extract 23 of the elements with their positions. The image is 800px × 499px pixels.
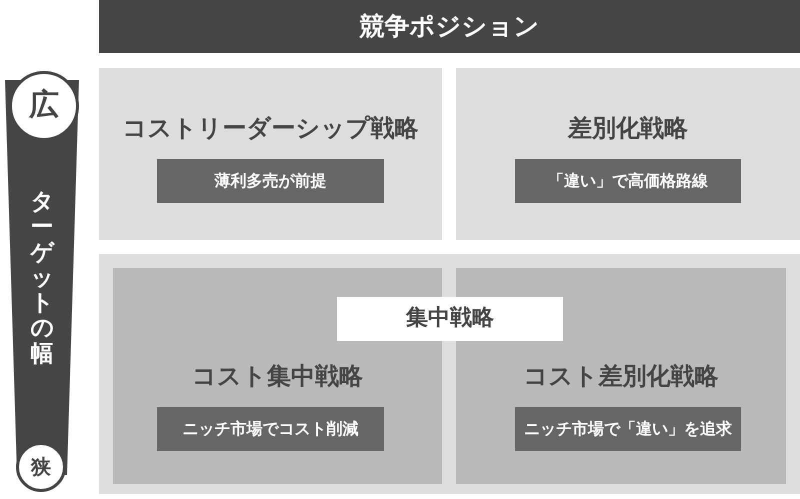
note-bar	[157, 159, 384, 203]
strategy-panel	[456, 68, 800, 240]
group-label: 集中戦略	[406, 305, 494, 332]
note-text: ニッチ市場でコスト削減	[182, 419, 358, 438]
panel-heading: コストリーダーシップ戦略	[122, 113, 418, 144]
header-title: 競争ポジション	[360, 10, 540, 41]
strategy-panel	[99, 68, 442, 240]
panel-heading: コスト集中戦略	[192, 361, 363, 392]
panel-heading: 差別化戦略	[568, 113, 688, 144]
group-panel	[99, 254, 800, 494]
end-circle	[16, 442, 66, 492]
note-text: 「違い」で高価格路線	[548, 171, 708, 190]
note-bar	[515, 407, 741, 451]
axis-label: ターゲットの幅	[30, 190, 54, 368]
note-text: 薄利多売が前提	[214, 171, 326, 190]
group-label-box	[337, 297, 563, 341]
note-text: ニッチ市場で「違い」を追求	[524, 419, 732, 438]
scale-label: 狭	[31, 454, 51, 479]
header-bar	[99, 0, 800, 53]
panel-heading: コスト差別化戦略	[524, 361, 718, 392]
note-bar	[515, 159, 741, 203]
note-bar	[157, 407, 384, 451]
scale-label: 広	[29, 87, 59, 124]
